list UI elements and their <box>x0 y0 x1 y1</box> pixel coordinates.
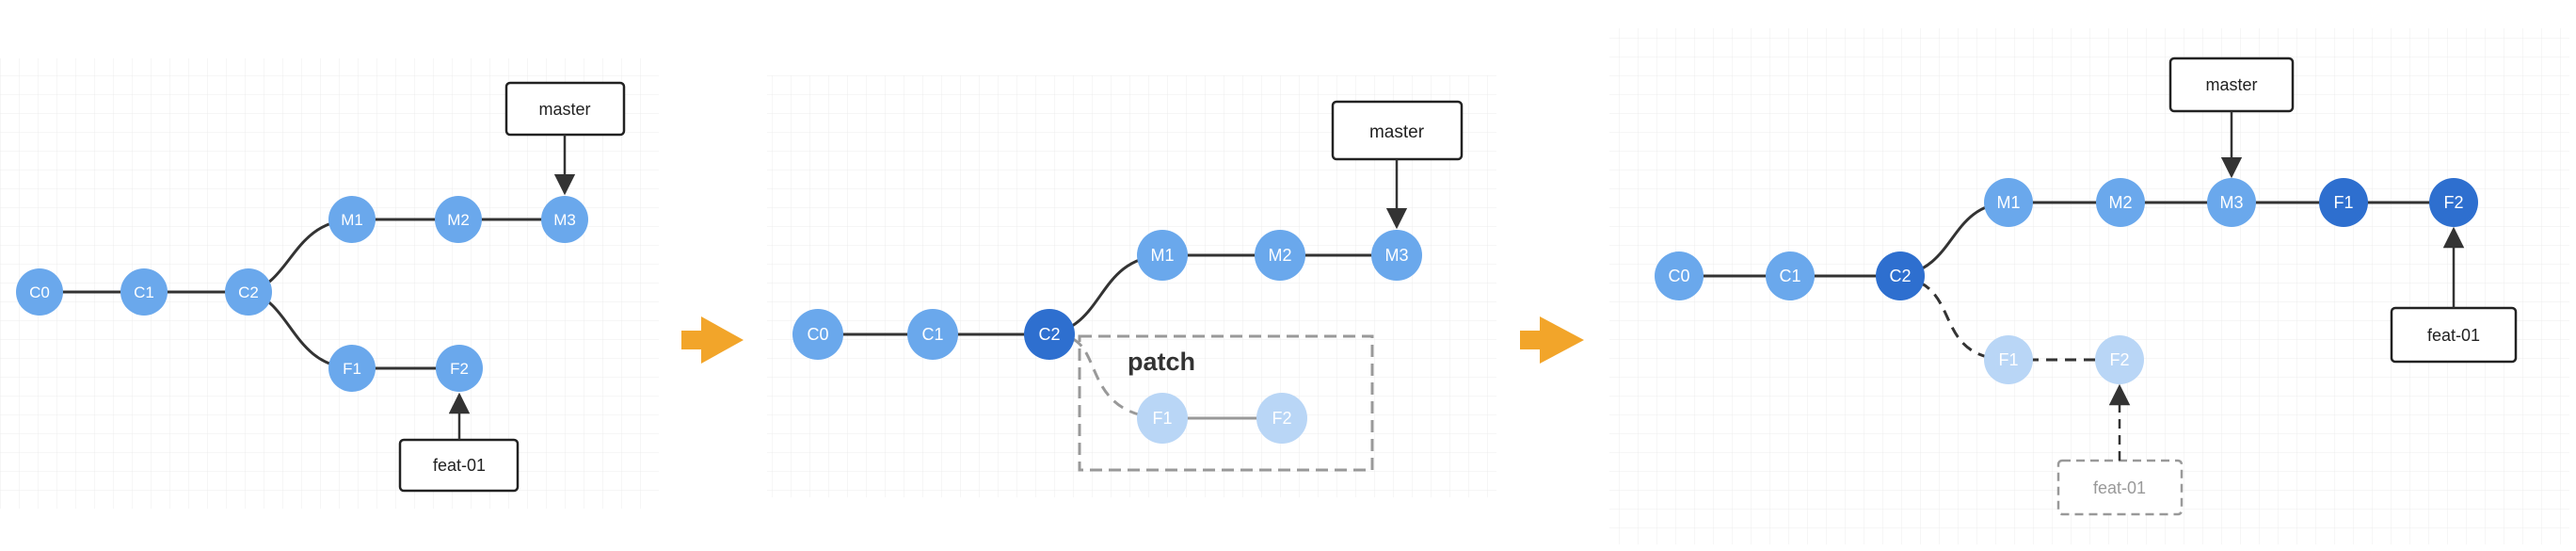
commit-m2: M2 <box>435 196 482 243</box>
commit-c2: C2 <box>225 268 272 316</box>
commit-c2: C2 <box>1024 309 1075 360</box>
commit-label: F1 <box>1152 409 1172 428</box>
commit-label: F2 <box>450 360 469 378</box>
branch-label-feat-01-old: feat-01 <box>2056 459 2184 516</box>
commit-label: C2 <box>1038 325 1060 344</box>
commit-label: M2 <box>1268 246 1291 265</box>
commit-label: C1 <box>1779 267 1800 285</box>
commit-label: M3 <box>1384 246 1408 265</box>
commit-label: M1 <box>1150 246 1174 265</box>
commit-label: M2 <box>447 211 470 229</box>
commit-label: C0 <box>1668 267 1689 285</box>
commit-f1-rebased: F1 <box>2319 178 2368 227</box>
commit-label: C0 <box>29 284 50 301</box>
commit-m3: M3 <box>541 196 588 243</box>
commit-label: C2 <box>1889 267 1911 285</box>
branch-label-master: master <box>2168 57 2295 113</box>
commit-f2-patch: F2 <box>1256 393 1307 444</box>
commit-m2: M2 <box>1255 230 1305 281</box>
commit-label: C1 <box>134 284 154 301</box>
commit-label: C1 <box>921 325 943 344</box>
commit-label: F2 <box>2443 193 2463 212</box>
branch-label-text: feat-01 <box>2427 326 2480 345</box>
commit-f2-rebased: F2 <box>2429 178 2478 227</box>
commit-label: F1 <box>1998 350 2018 369</box>
branch-label-text: master <box>1369 122 1425 142</box>
commit-c1: C1 <box>120 268 168 316</box>
commit-c0: C0 <box>792 309 843 360</box>
commit-label: M3 <box>553 211 576 229</box>
commit-c2: C2 <box>1876 251 1925 300</box>
commit-m3: M3 <box>1371 230 1422 281</box>
branch-label-text: feat-01 <box>433 456 486 475</box>
commit-m1: M1 <box>1984 178 2033 227</box>
commit-m3: M3 <box>2207 178 2256 227</box>
commit-label: C0 <box>807 325 828 344</box>
commit-c1: C1 <box>907 309 958 360</box>
patch-label: patch <box>1128 348 1195 376</box>
branch-label-text: master <box>538 100 590 119</box>
commit-label: F1 <box>343 360 361 378</box>
commit-c1: C1 <box>1766 251 1815 300</box>
commit-label: M3 <box>2219 193 2243 212</box>
commit-c0: C0 <box>1655 251 1704 300</box>
panel-after-rebase: C0 C1 C2 M1 M2 M3 F1 F2 <box>1609 28 2569 544</box>
commit-label: F1 <box>2333 193 2353 212</box>
commit-f1: F1 <box>328 345 376 392</box>
commit-f2-old: F2 <box>2095 335 2144 384</box>
transition-arrow-icon <box>1520 316 1584 364</box>
commit-m1: M1 <box>328 196 376 243</box>
transition-arrow-icon <box>681 316 744 364</box>
panel-before: C0 C1 C2 M1 M2 M3 F1 F2 <box>0 58 659 509</box>
commit-label: M1 <box>341 211 363 229</box>
commit-m1: M1 <box>1137 230 1188 281</box>
commit-label: F2 <box>1272 409 1291 428</box>
commit-f1-patch: F1 <box>1137 393 1188 444</box>
commit-label: C2 <box>238 284 259 301</box>
commit-label: M2 <box>2108 193 2132 212</box>
commit-m2: M2 <box>2096 178 2145 227</box>
commit-f1-old: F1 <box>1984 335 2033 384</box>
patch-box: patch <box>1078 334 1374 472</box>
branch-label-feat-01: feat-01 <box>398 438 520 493</box>
commit-f2: F2 <box>436 345 483 392</box>
panel-patch: patch C0 C1 C2 M1 M2 M3 F1 <box>767 75 1496 497</box>
branch-label-text: feat-01 <box>2093 478 2146 497</box>
branch-label-text: master <box>2205 75 2257 94</box>
commit-c0: C0 <box>16 268 63 316</box>
commit-label: F2 <box>2109 350 2129 369</box>
branch-label-master: master <box>504 81 626 137</box>
branch-label-feat-01: feat-01 <box>2390 306 2518 364</box>
branch-label-master: master <box>1331 100 1464 161</box>
commit-label: M1 <box>1996 193 2020 212</box>
